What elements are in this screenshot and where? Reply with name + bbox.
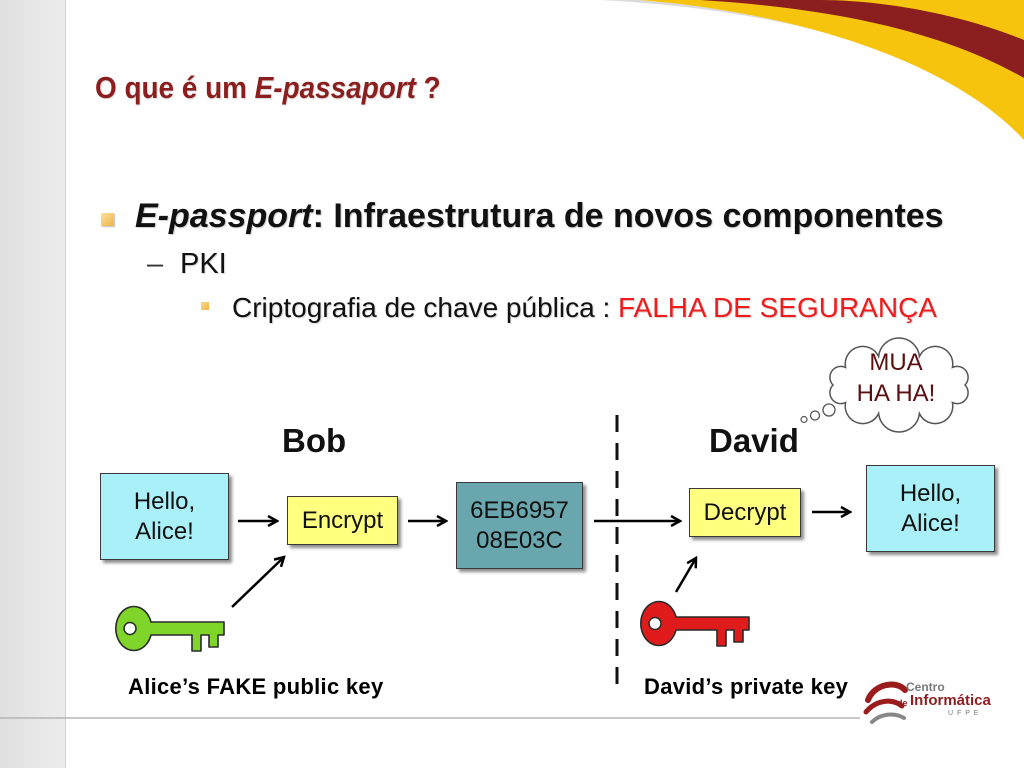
logo-text-centro: Centro xyxy=(906,680,945,694)
thought-bubble-dot xyxy=(809,410,821,421)
box-line: Decrypt xyxy=(703,498,787,526)
red-key-icon xyxy=(640,600,750,647)
thought-bubble-dot xyxy=(800,415,808,424)
logo-text-informatica: Informática xyxy=(910,692,991,709)
bullet-level3-text: Criptografia de chave pública : xyxy=(232,292,618,323)
bullet-level1-term: E-passport xyxy=(135,197,313,235)
private-key-label: David’s private key xyxy=(644,674,849,699)
arrow-private-key-to-decrypt xyxy=(674,558,696,593)
bullet-level1: E-passport: Infraestrutura de novos comp… xyxy=(135,196,944,236)
box-line: Alice! xyxy=(135,517,194,545)
bullet-level2: PKI xyxy=(180,248,227,280)
logo-text-de: de xyxy=(897,698,908,708)
title-text: O que é um xyxy=(95,70,255,105)
plaintext-input-box: Hello, Alice! xyxy=(100,473,229,560)
encrypt-box: Encrypt xyxy=(287,496,398,545)
thought-bubble-line: HA HA! xyxy=(856,380,936,407)
bullet-level3: Criptografia de chave pública : FALHA DE… xyxy=(232,291,937,325)
box-line: Alice! xyxy=(901,509,960,537)
decrypt-box: Decrypt xyxy=(689,488,801,537)
box-line: 6EB6957 xyxy=(470,496,569,524)
box-line: Hello, xyxy=(133,487,196,515)
box-line: 08E03C xyxy=(476,526,563,554)
ciphertext-box: 6EB6957 08E03C xyxy=(456,482,583,569)
thought-bubble-cloud xyxy=(829,337,969,433)
thought-bubble-line: MUA xyxy=(869,349,923,376)
bullet-level3-highlight: FALHA DE SEGURANÇA xyxy=(618,292,937,323)
bullet-level1-text: : Infraestrutura de novos componentes xyxy=(312,197,944,235)
left-gray-strip xyxy=(0,0,66,768)
thought-bubble-dot xyxy=(822,403,836,417)
slide-title: O que é um E-passaport ? xyxy=(95,70,441,106)
thought-bubble-text: MUA HA HA! xyxy=(836,347,956,409)
bullet-dash-icon: – xyxy=(147,248,164,280)
title-italic-term: E-passaport xyxy=(254,70,416,105)
sender-name: Bob xyxy=(282,422,347,459)
receiver-name: David xyxy=(709,422,799,459)
box-line: Encrypt xyxy=(301,506,384,534)
plaintext-output-box: Hello, Alice! xyxy=(866,465,995,552)
corner-red-swoosh xyxy=(700,0,1024,78)
cin-logo-icon xyxy=(863,681,908,724)
public-key-label: Alice’s FAKE public key xyxy=(128,674,384,699)
logo-text-ufpe: U F P E xyxy=(948,710,980,717)
green-key-icon xyxy=(115,605,225,652)
arrow-public-key-to-encrypt xyxy=(231,557,284,608)
bullet-small-square-icon xyxy=(201,302,209,310)
title-suffix: ? xyxy=(415,70,441,105)
box-line: Hello, xyxy=(899,479,962,507)
bullet-square-icon xyxy=(101,213,114,226)
